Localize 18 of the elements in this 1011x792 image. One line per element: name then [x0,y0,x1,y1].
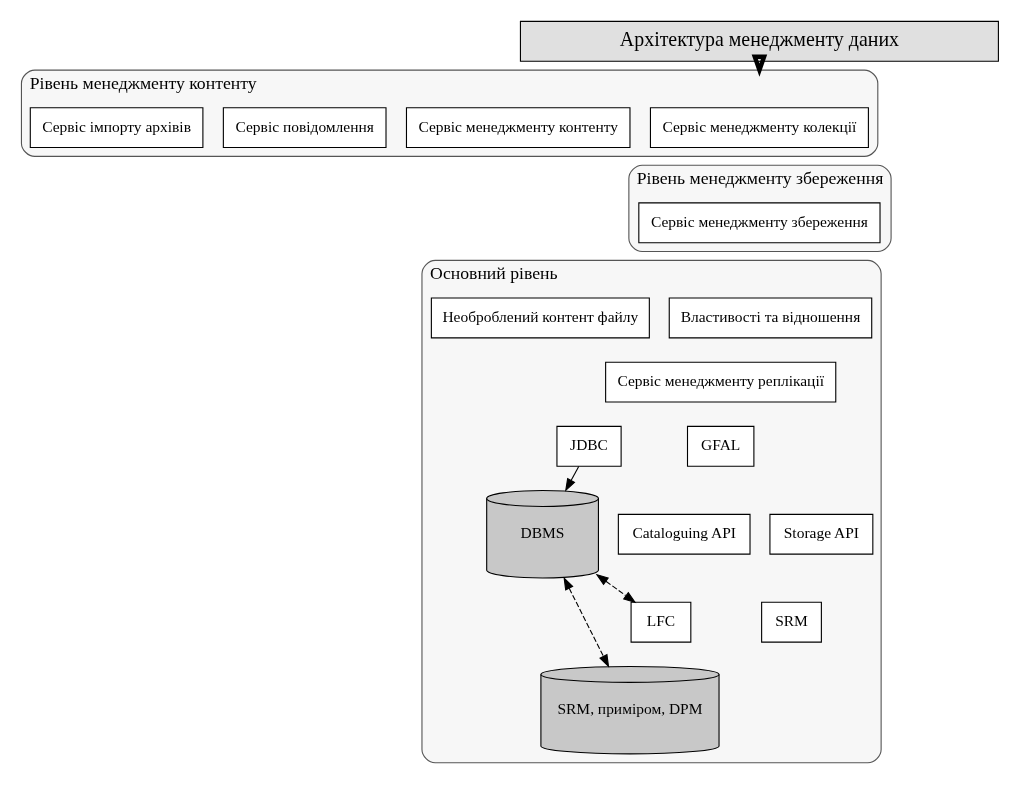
node-box: SRM [761,601,822,643]
node-box: Storage API [769,513,874,555]
arrow [563,576,610,668]
node-box: Сервіс менеджменту реплікації [605,361,837,403]
node-box: Сервіс менеджменту збереження [638,201,881,243]
node-box: Необроблений контент файлу [430,296,650,338]
node-box: GFAL [686,425,755,467]
arrow [751,54,768,77]
node-box: Cataloguing API [617,513,751,555]
node-box: Сервіс менеджменту контенту [405,106,631,148]
node-box: Сервіс менеджменту колекції [649,106,869,148]
arrow [564,465,580,492]
node-box: LFC [630,601,692,643]
node-box: Властивості та відношення [668,296,873,338]
node-box: JDBC [556,425,622,467]
node-box: Сервіс імпорту архівів [29,106,204,148]
arrow [595,573,637,603]
node-box: Сервіс повідомлення [222,106,387,148]
